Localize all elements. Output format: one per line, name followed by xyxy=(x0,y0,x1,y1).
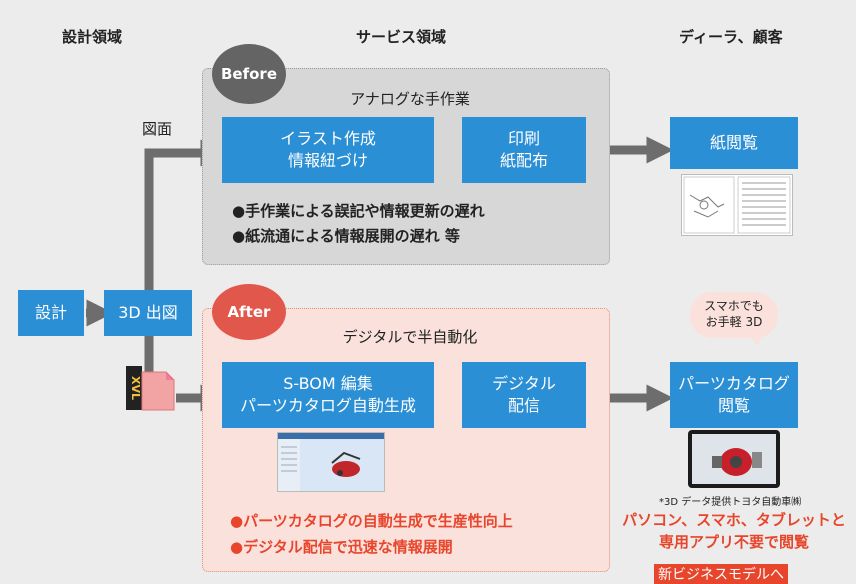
bullet-dot: ● xyxy=(230,512,244,530)
print-box-line2: 紙配布 xyxy=(499,151,548,170)
catalog-view-line1: パーツカタログ xyxy=(678,374,790,394)
before-title: アナログな手作業 xyxy=(350,90,470,108)
design-box: 設計 xyxy=(18,290,84,336)
bubble-tail xyxy=(748,334,762,346)
paper-catalog-drawing xyxy=(683,176,791,234)
drawing-label: 図面 xyxy=(142,120,173,138)
bullet-dot: ● xyxy=(230,538,244,556)
bubble-line1: スマホでも xyxy=(704,299,764,314)
xvl-file-label: XVL xyxy=(129,375,142,400)
drawing-route-arrow xyxy=(144,139,228,292)
access-note: パソコン、スマホ、タブレットと 専用アプリ不要で閲覧 xyxy=(614,510,854,554)
output-3d-box: 3D 出図 xyxy=(104,290,192,336)
tablet-3d-model-drawing xyxy=(692,434,776,484)
print-box: 印刷 紙配布 xyxy=(462,117,586,183)
illustration-box: イラスト作成 情報紐づけ xyxy=(222,117,434,183)
paper-catalog-image xyxy=(681,174,793,236)
header-design: 設計領域 xyxy=(62,28,123,46)
print-box-line1: 印刷 xyxy=(507,129,540,149)
bubble-line2: お手軽 3D xyxy=(705,315,763,329)
header-dealer: ディーラ、顧客 xyxy=(679,28,783,46)
bullet-dot: ● xyxy=(232,227,246,245)
digital-delivery-line2: 配信 xyxy=(507,396,540,415)
xvl-file-icon: XVL xyxy=(124,366,176,414)
illustration-box-line1: イラスト作成 xyxy=(280,129,376,149)
header-service: サービス領域 xyxy=(356,28,447,46)
digital-delivery-line1: デジタル xyxy=(492,374,556,394)
before-bullet-1: ●手作業による誤記や情報更新の遅れ xyxy=(232,202,485,220)
sbom-box: S-BOM 編集 パーツカタログ自動生成 xyxy=(222,362,434,428)
catalog-view-line2: 閲覧 xyxy=(717,396,750,415)
sbom-box-line1: S-BOM 編集 xyxy=(283,374,373,394)
xvl-file-shape xyxy=(126,366,175,411)
software-screenshot-drawing xyxy=(278,433,384,491)
paper-view-box: 紙閲覧 xyxy=(670,117,798,169)
after-zone xyxy=(202,308,610,572)
after-badge: After xyxy=(212,284,286,340)
before-bullet-2: ●紙流通による情報展開の遅れ 等 xyxy=(232,227,460,245)
illustration-box-line2: 情報紐づけ xyxy=(287,151,368,170)
tablet-image xyxy=(688,430,780,488)
after-bullet-2: ●デジタル配信で迅速な情報展開 xyxy=(230,538,453,556)
catalog-view-box: パーツカタログ 閲覧 xyxy=(670,362,798,428)
smartphone-bubble: スマホでも お手軽 3D xyxy=(690,292,778,338)
after-title: デジタルで半自動化 xyxy=(342,328,478,346)
after-bullet-1: ●パーツカタログの自動生成で生産性向上 xyxy=(230,512,513,530)
before-badge: Before xyxy=(212,44,286,104)
access-note-line2: 専用アプリ不要で閲覧 xyxy=(658,532,809,551)
new-business-banner: 新ビジネスモデルへ xyxy=(654,564,788,584)
data-credit: *3D データ提供トヨタ自動車㈱ xyxy=(659,497,802,508)
sbom-box-line2: パーツカタログ自動生成 xyxy=(240,396,416,415)
bullet-dot: ● xyxy=(232,202,246,220)
software-screenshot xyxy=(277,432,385,492)
digital-delivery-box: デジタル 配信 xyxy=(462,362,586,428)
access-note-line1: パソコン、スマホ、タブレットと xyxy=(622,511,846,529)
